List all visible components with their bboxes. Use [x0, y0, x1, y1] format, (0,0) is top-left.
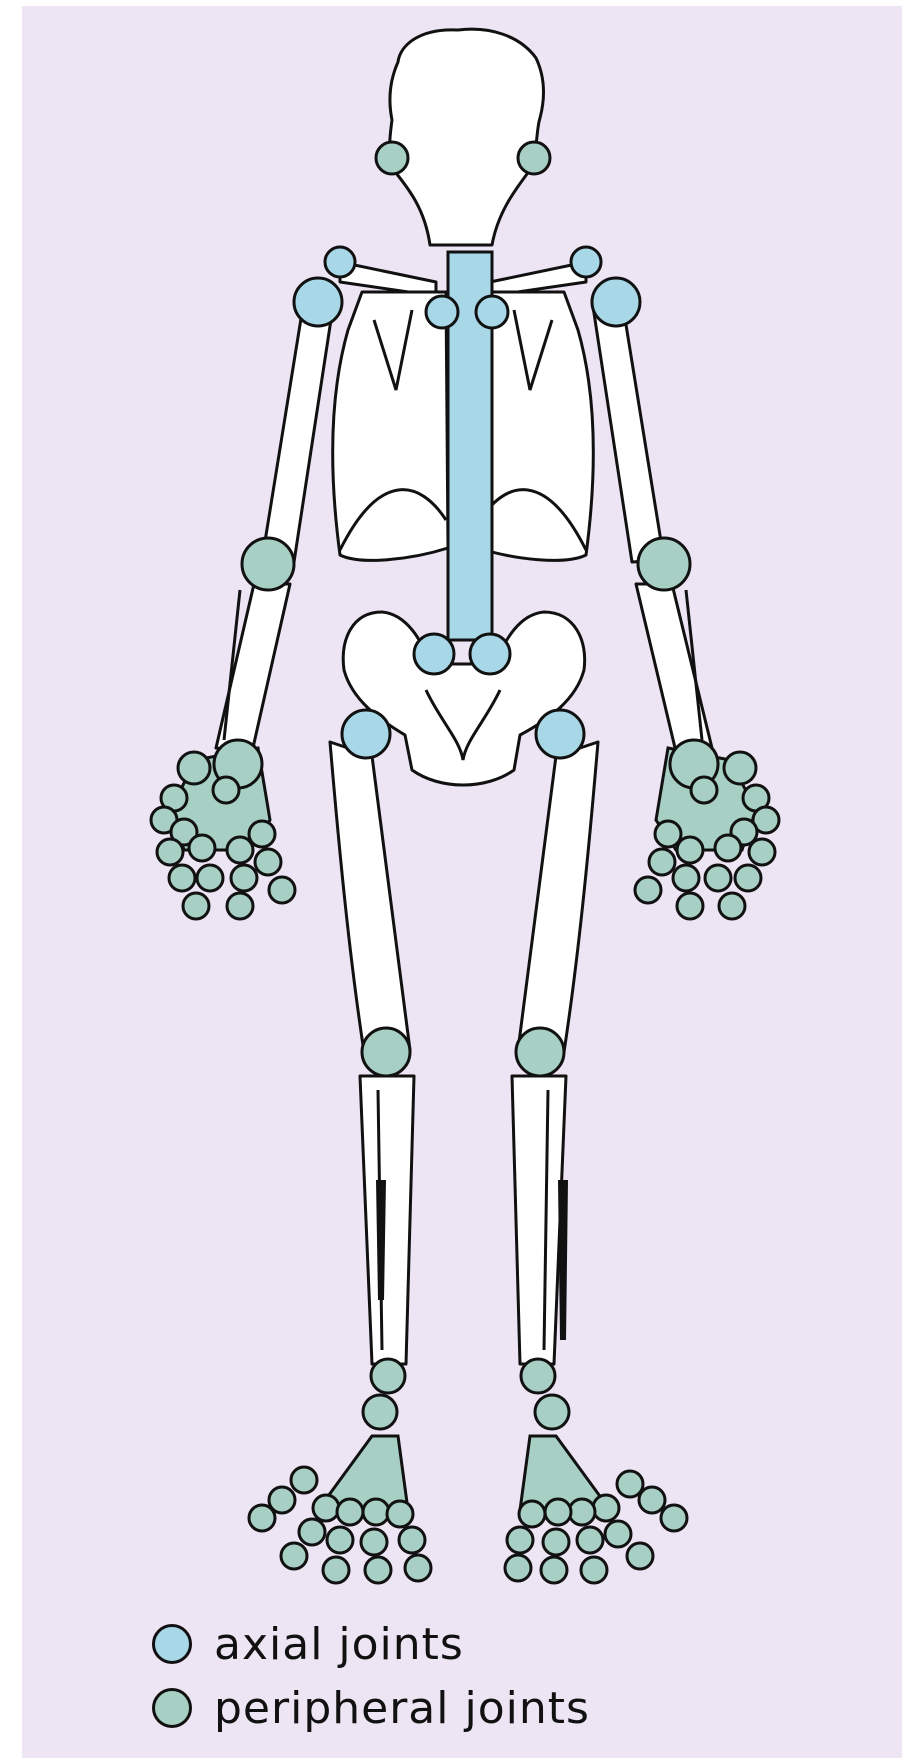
- peripheral-joint-small: [715, 835, 741, 861]
- axial-joint-spine-left: [426, 296, 458, 328]
- peripheral-joint-small: [197, 865, 223, 891]
- peripheral-joint-small: [169, 865, 195, 891]
- peripheral-joint-small: [387, 1501, 413, 1527]
- legend-axial-label: axial joints: [214, 1619, 464, 1670]
- peripheral-joint-small: [639, 1487, 665, 1513]
- peripheral-joint-small: [724, 752, 756, 784]
- peripheral-joint-small: [178, 752, 210, 784]
- right-humerus: [592, 300, 664, 562]
- axial-joint-swatch-icon: [152, 1624, 192, 1664]
- left-forearm: [216, 584, 290, 752]
- peripheral-joint-small: [691, 777, 717, 803]
- peripheral-joint-small: [577, 1527, 603, 1553]
- peripheral-joint-small: [673, 865, 699, 891]
- axial-joint-spine-right: [476, 296, 508, 328]
- peripheral-joint-small: [655, 821, 681, 847]
- peripheral-joint-small: [291, 1467, 317, 1493]
- peripheral-joint-small: [365, 1557, 391, 1583]
- peripheral-joint-small: [545, 1499, 571, 1525]
- axial-joint-sacroiliac-right: [470, 634, 510, 674]
- axial-joint-hip-right: [536, 710, 584, 758]
- left-humerus: [262, 300, 334, 562]
- peripheral-joint-small: [299, 1519, 325, 1545]
- peripheral-joint-small: [519, 1501, 545, 1527]
- peripheral-joint-small: [719, 893, 745, 919]
- axial-joint-shoulder-right: [571, 247, 601, 277]
- legend-peripheral: peripheral joints: [152, 1680, 792, 1736]
- legend-axial: axial joints: [152, 1616, 792, 1672]
- right-tibia: [512, 1076, 566, 1364]
- peripheral-joint-small: [255, 849, 281, 875]
- peripheral-joint-small: [543, 1529, 569, 1555]
- peripheral-joint-small: [183, 893, 209, 919]
- axial-joint-upper-left: [294, 278, 342, 326]
- peripheral-joint-small: [213, 777, 239, 803]
- peripheral-joint-small: [361, 1529, 387, 1555]
- peripheral-joint-small: [581, 1557, 607, 1583]
- legend-peripheral-label: peripheral joints: [214, 1683, 590, 1734]
- peripheral-joint-small: [677, 837, 703, 863]
- left-tibia: [360, 1076, 414, 1364]
- peripheral-joint-small: [249, 821, 275, 847]
- peripheral-joint-small: [281, 1543, 307, 1569]
- peripheral-joint-small: [677, 893, 703, 919]
- peripheral-joint-small: [735, 865, 761, 891]
- peripheral-joint-knee-left: [362, 1028, 410, 1076]
- peripheral-joint-small: [569, 1499, 595, 1525]
- peripheral-joint-heel-right: [535, 1395, 569, 1429]
- peripheral-joint-ankle-left: [371, 1359, 405, 1393]
- peripheral-joint-small: [505, 1555, 531, 1581]
- peripheral-joint-elbow-right: [638, 538, 690, 590]
- peripheral-joint-small: [635, 877, 661, 903]
- peripheral-joint-small: [269, 877, 295, 903]
- peripheral-joint-small: [749, 839, 775, 865]
- peripheral-joint-small: [605, 1521, 631, 1547]
- skull: [390, 29, 544, 245]
- axial-joint-shoulder-left: [325, 247, 355, 277]
- peripheral-joint-small: [327, 1527, 353, 1553]
- peripheral-joint-small: [405, 1555, 431, 1581]
- right-femur: [518, 742, 598, 1052]
- peripheral-joint-small: [593, 1495, 619, 1521]
- peripheral-joint-small: [507, 1527, 533, 1553]
- peripheral-joint-small: [323, 1557, 349, 1583]
- peripheral-joint-elbow-left: [242, 538, 294, 590]
- peripheral-joint-jaw-right: [518, 142, 550, 174]
- peripheral-joint-small: [231, 865, 257, 891]
- peripheral-joint-small: [541, 1557, 567, 1583]
- peripheral-joint-small: [661, 1505, 687, 1531]
- peripheral-joint-small: [363, 1499, 389, 1525]
- peripheral-joint-small: [627, 1543, 653, 1569]
- peripheral-joint-small: [227, 893, 253, 919]
- peripheral-joint-swatch-icon: [152, 1688, 192, 1728]
- peripheral-joint-small: [337, 1499, 363, 1525]
- peripheral-joint-small: [313, 1495, 339, 1521]
- axial-joint-hip-left: [342, 710, 390, 758]
- peripheral-joint-knee-right: [516, 1028, 564, 1076]
- peripheral-joint-small: [705, 865, 731, 891]
- axial-joint-sacroiliac-left: [414, 634, 454, 674]
- peripheral-joint-small: [649, 849, 675, 875]
- axial-joint-upper-right: [592, 278, 640, 326]
- peripheral-joint-small: [399, 1527, 425, 1553]
- peripheral-joint-ankle-right: [521, 1359, 555, 1393]
- peripheral-joint-small: [189, 835, 215, 861]
- peripheral-joint-jaw-left: [376, 142, 408, 174]
- peripheral-joint-small: [157, 839, 183, 865]
- peripheral-joint-small: [249, 1505, 275, 1531]
- peripheral-joint-small: [617, 1471, 643, 1497]
- left-femur: [330, 742, 410, 1052]
- peripheral-joint-heel-left: [363, 1395, 397, 1429]
- peripheral-joint-small: [227, 837, 253, 863]
